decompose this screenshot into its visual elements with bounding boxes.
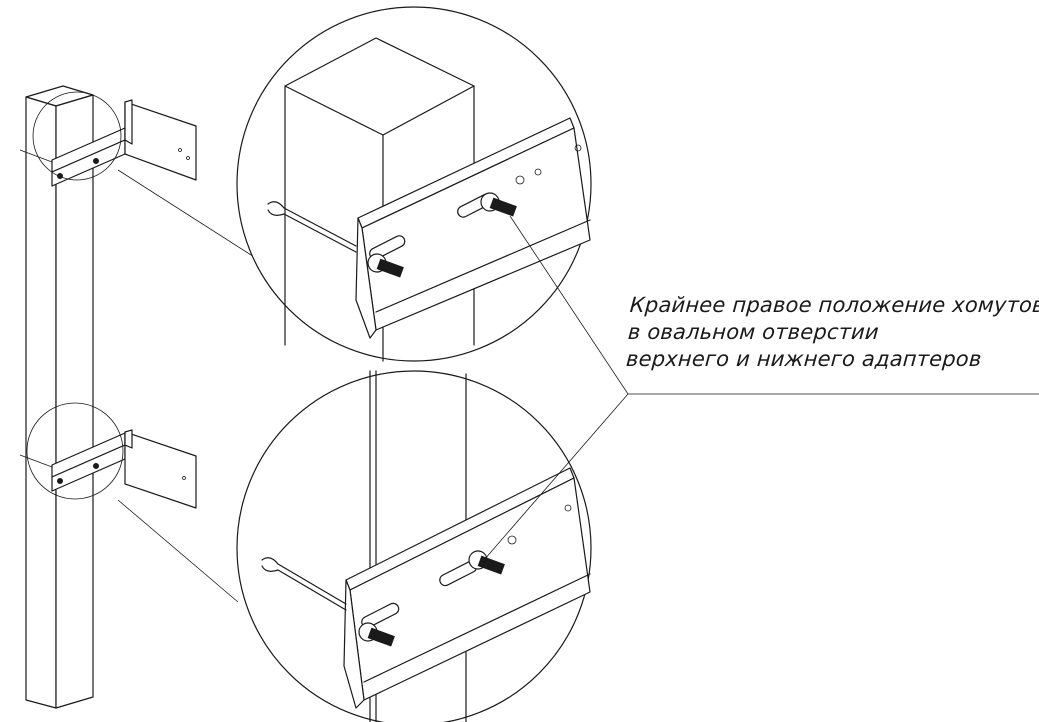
- callout-line-2: в овальном отверстии: [627, 320, 880, 344]
- callout-line-3: верхнего и нижнего адаптеров: [625, 347, 983, 371]
- callout-leaders: [483, 215, 1039, 561]
- callout-line-1: Крайнее правое положение хомутов: [629, 293, 1039, 317]
- overview-top-detail-circle: [32, 91, 122, 181]
- overview-bottom-detail-circle: [26, 402, 124, 500]
- overview-post: [25, 85, 94, 709]
- overview-top-bracket: [19, 99, 197, 187]
- top-detail-leader: [117, 169, 263, 263]
- overview-bottom-bracket: [19, 429, 197, 509]
- bottom-detail-leader: [117, 499, 239, 603]
- bottom-detail-view: [236, 370, 592, 722]
- top-detail-view: [236, 6, 592, 362]
- callout-label: Крайнее правое положение хомутов в оваль…: [625, 292, 1039, 373]
